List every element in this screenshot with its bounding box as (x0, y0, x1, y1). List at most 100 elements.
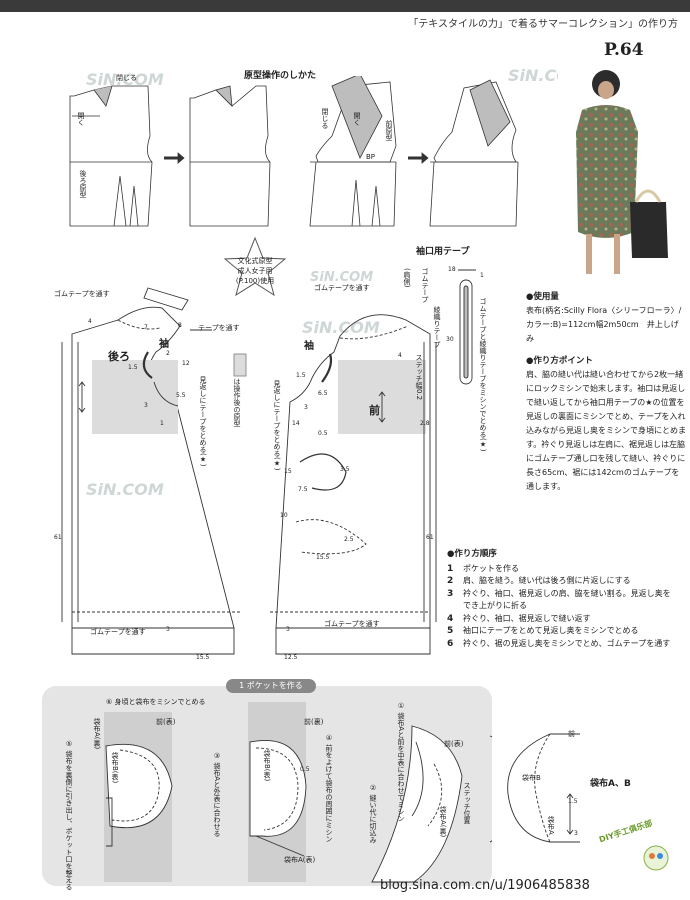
pocket-pattern-bagA: 袋布A (547, 816, 555, 835)
points-title: ●作り方ポイント (526, 356, 593, 366)
measure-3-5: 3.5 (340, 466, 350, 473)
label-front-original: 前原型 (385, 120, 393, 141)
back-label: 後ろ (108, 350, 130, 363)
measure-2: 2 (166, 350, 170, 357)
measure-61-front: 61 (426, 534, 434, 541)
pocket-title: 1 ポケットを作る (226, 679, 316, 693)
measure-3b: 3 (166, 626, 170, 633)
measure-1: 1 (160, 420, 164, 427)
pocket-step-1: ① 袋布Aと前を中表に合わせてミシン (397, 702, 405, 823)
measure-3c: 3 (286, 626, 290, 633)
steps-title: ●作り方順序 (447, 549, 497, 559)
measure-15-5: 15.5 (196, 654, 210, 661)
pocket-0-5: 0.5 (300, 766, 310, 773)
diagram-title: 原型操作のしかた (244, 71, 317, 81)
pocket-step-4: ④ 前をよけて袋布の周囲にミシン (325, 734, 333, 843)
pocket-pattern-bagB: 袋布B (522, 774, 541, 782)
pocket-step-5: ⑤ 袋布を裏側に引き出し、ポケット口を整える (65, 740, 73, 891)
top-bar (0, 0, 690, 12)
pocket-diagram (104, 702, 492, 883)
measure-1-5b: 1.5 (296, 372, 306, 379)
pocket-3: 3 (574, 830, 578, 837)
tape-30: 30 (446, 336, 454, 343)
tape-shoulder-side: (肩側) (403, 268, 411, 288)
label-bp: BP (366, 153, 376, 161)
pocket-pattern (507, 733, 580, 843)
label-open: 開く (77, 112, 85, 126)
pocket-front-back: 前(表) (156, 718, 176, 726)
measure-3: 3 (144, 402, 148, 409)
materials-body: 表布(柄名:Scilly Flora〈シリーフローラ〉/カラー:B)=112cm… (526, 306, 682, 343)
measure-15: 15 (284, 468, 292, 475)
measure-3d: 3 (304, 404, 308, 411)
star-line3: (P.100)使用 (235, 277, 275, 285)
sleeve-label-back: 袖 (159, 339, 169, 350)
sleeve-tape-title: 袖口用テープ (416, 247, 470, 257)
main-pattern-diagram (61, 287, 437, 655)
pocket-front-back2: 前(裏) (304, 718, 324, 726)
measure-61-back: 61 (54, 534, 62, 541)
measure-4b: 4 (398, 352, 402, 359)
label-back-original: 後ろ原型 (79, 170, 87, 198)
measure-0-5: 0.5 (318, 430, 328, 437)
tape-stitch-label: ゴムテープと綾織りテープをミシンでとめる(★) (479, 298, 487, 452)
tape-through: テープを通す (198, 324, 240, 332)
measure-7-5: 7.5 (298, 486, 308, 493)
measure-8: 8 (178, 322, 182, 329)
measure-6-5: 6.5 (318, 390, 328, 397)
label-open-front: 開く (353, 112, 361, 126)
diy-logo-icon (643, 845, 669, 871)
materials-title: ●使用量 (526, 292, 559, 302)
pocket-pattern-front: 前 (568, 730, 575, 738)
measure-15-5b: 15.5 (316, 554, 330, 561)
tape-rubber-label: ゴムテープ (421, 268, 429, 303)
tape-18: 18 (448, 266, 456, 273)
info-panel: ●使用量 表布(柄名:Scilly Flora〈シリーフローラ〉/カラー:B)=… (526, 290, 686, 502)
star-line1: 文化式原型 (237, 257, 273, 265)
measure-5-5: 5.5 (176, 392, 186, 399)
facing-tape-back: 見返しにテープをとめる(★) (199, 376, 207, 467)
page-header: 「テキスタイルの力」で着るサマーコレクション」の作り方 (408, 19, 678, 30)
rubber-tape-top-back: ゴムテープを通す (54, 290, 110, 298)
front-label: 前 (369, 404, 380, 417)
watermark: SiN.COM (302, 318, 380, 337)
pocket-pattern-title: 袋布A、B (590, 779, 631, 789)
pocket-bagA-back: 袋布A(裏) (93, 718, 101, 750)
sleeve-label-front: 袖 (304, 341, 314, 352)
measure-2-5: 2.5 (344, 536, 354, 543)
rubber-tape-bottom-back: ゴムテープを通す (90, 628, 146, 636)
after-op-legend: は操作後の原型 (233, 378, 241, 427)
pocket-bagB2: 袋布B(表) (263, 750, 271, 782)
measure-12-5: 12.5 (284, 654, 298, 661)
pocket-bagA-front: 袋布A(表) (284, 856, 316, 864)
star-line2: 成人女子用 (237, 267, 273, 275)
measure-4: 4 (88, 318, 92, 325)
tape-1: 1 (480, 272, 484, 279)
rubber-tape-top-front: ゴムテープを通す (314, 284, 370, 292)
pocket-step-6: ⑥ 身頃と袋布をミシンでとめる (106, 698, 206, 706)
facing-tape-front: 見返しにテープをとめる(★) (273, 380, 281, 471)
measure-7: 7 (144, 324, 148, 331)
sleeve-tape-diagram (458, 269, 476, 385)
star-badge-icon (223, 236, 287, 297)
measure-10: 10 (280, 512, 288, 519)
measure-12: 12 (182, 360, 190, 367)
pocket-step-3: ③ 袋布Aと外表に合わせる (213, 752, 221, 838)
footer-url: blog.sina.com.cn/u/1906485838 (380, 878, 590, 893)
pocket-1-5: 1.5 (568, 798, 578, 805)
rubber-tape-bottom-front: ゴムテープを通す (324, 620, 380, 628)
tape-2-8: 2.8 (420, 420, 430, 427)
measure-14: 14 (292, 420, 300, 427)
pocket-bagB: 袋布B(表) (111, 752, 119, 784)
pocket-front-back3: 前(表) (444, 740, 464, 748)
model-photo (558, 62, 670, 284)
points-body: 肩、脇の縫い代は縫い合わせてから2枚一緒にロックミシンで始末します。袖口は見返し… (526, 370, 686, 491)
watermark: SiN.COM (86, 70, 164, 89)
